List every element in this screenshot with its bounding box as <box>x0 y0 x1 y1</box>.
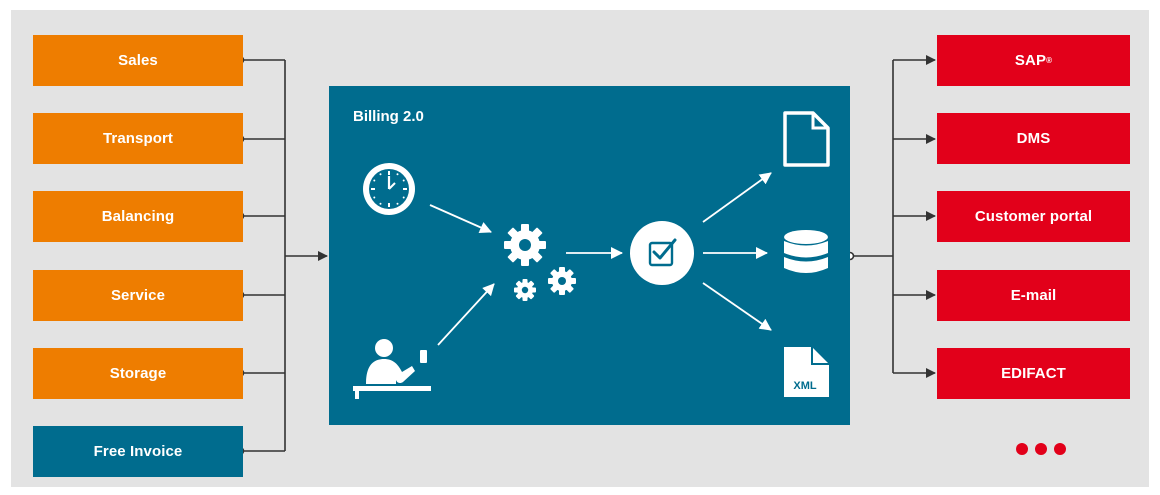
panel-title: Billing 2.0 <box>353 108 424 125</box>
output-label: SAP <box>1014 52 1047 69</box>
ellipsis-dot <box>1054 443 1066 455</box>
more-outputs-indicator <box>1016 443 1066 455</box>
input-label: Service <box>110 287 166 304</box>
input-transport: Transport <box>33 113 243 164</box>
checkbox-icon <box>630 221 694 285</box>
output-label: DMS <box>1016 130 1051 147</box>
database-icon <box>784 230 828 273</box>
output-label: Customer portal <box>974 208 1093 225</box>
ellipsis-dot <box>1016 443 1028 455</box>
output-email: E-mail <box>937 270 1130 321</box>
gears-icon <box>504 224 576 301</box>
person-desk-icon <box>353 339 431 399</box>
input-service: Service <box>33 270 243 321</box>
output-edifact: EDIFACT <box>937 348 1130 399</box>
input-balancing: Balancing <box>33 191 243 242</box>
input-label: Transport <box>102 130 174 147</box>
clock-icon <box>363 163 415 215</box>
xml-file-icon: XML <box>784 347 829 397</box>
input-label: Sales <box>118 52 158 69</box>
input-sales: Sales <box>33 35 243 86</box>
xml-label: XML <box>793 380 817 392</box>
input-storage: Storage <box>33 348 243 399</box>
input-label: Storage <box>109 365 167 382</box>
input-free-invoice: Free Invoice <box>33 426 243 477</box>
input-label: Balancing <box>101 208 175 225</box>
output-sap: SAP® <box>937 35 1130 86</box>
document-icon <box>783 111 830 167</box>
output-dms: DMS <box>937 113 1130 164</box>
output-customer-portal: Customer portal <box>937 191 1130 242</box>
input-label: Free Invoice <box>93 443 183 460</box>
output-label: EDIFACT <box>1001 365 1066 382</box>
output-label: E-mail <box>1010 287 1057 304</box>
ellipsis-dot <box>1035 443 1047 455</box>
